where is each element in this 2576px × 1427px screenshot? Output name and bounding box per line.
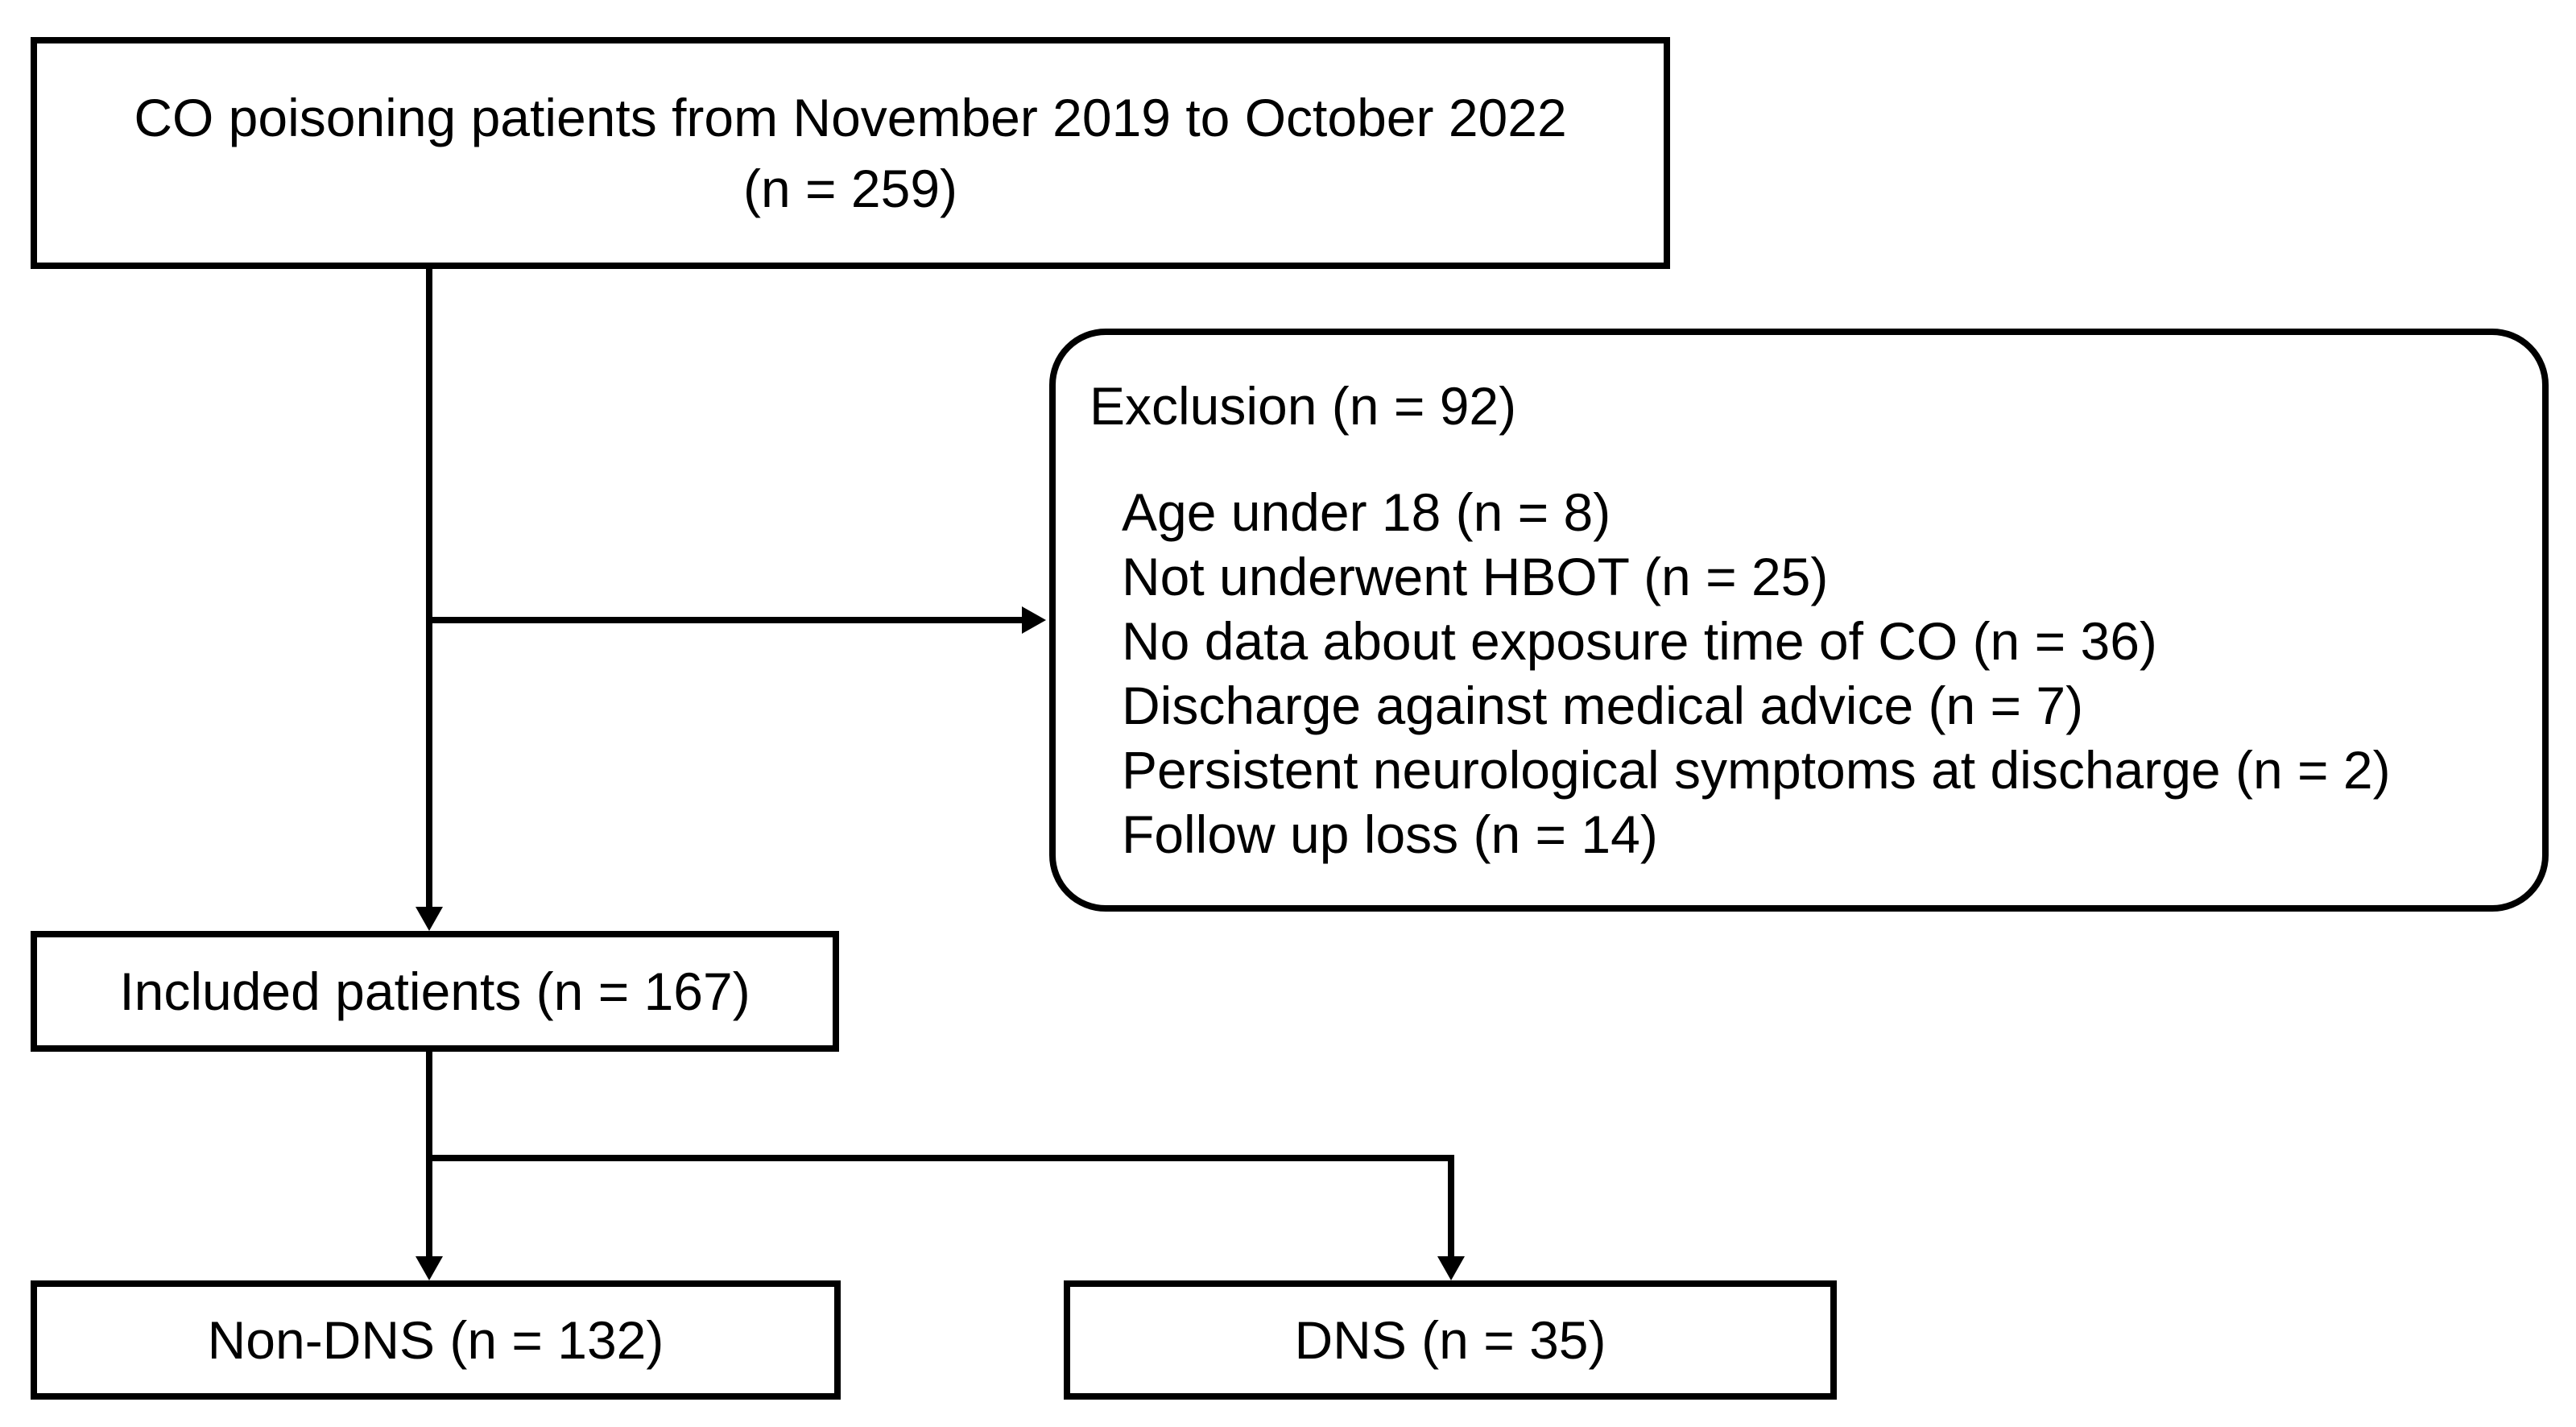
included-patients-box: Included patients (n = 167) [31,931,839,1052]
included-patients-label: Included patients (n = 167) [119,962,750,1021]
exclusion-item-exposure: No data about exposure time of CO (n = 3… [1122,611,2157,671]
connector-branch-bar [426,1155,1454,1161]
arrowhead-down-non-dns-icon [416,1256,443,1280]
source-population-box: CO poisoning patients from November 2019… [31,37,1670,269]
exclusion-header: Exclusion (n = 92) [1090,376,1517,436]
exclusion-item-discharge-ama: Discharge against medical advice (n = 7) [1122,676,2084,735]
source-population-title: CO poisoning patients from November 2019… [134,88,1567,147]
exclusion-item-age: Age under 18 (n = 8) [1122,482,1611,542]
arrowhead-down-dns-icon [1437,1256,1465,1280]
connector-branch-to-dns [1448,1155,1454,1258]
non-dns-label: Non-DNS (n = 132) [207,1310,664,1370]
exclusion-list: Age under 18 (n = 8) Not underwent HBOT … [1090,480,2510,867]
dns-label: DNS (n = 35) [1294,1310,1606,1370]
exclusion-item-persistent-symptoms: Persistent neurological symptoms at disc… [1122,740,2391,800]
source-population-count: (n = 259) [743,159,957,218]
exclusion-item-follow-up-loss: Follow up loss (n = 14) [1122,804,1658,864]
connector-source-to-included [426,269,432,908]
non-dns-box: Non-DNS (n = 132) [31,1280,841,1400]
dns-box: DNS (n = 35) [1064,1280,1837,1400]
exclusion-item-hbot: Not underwent HBOT (n = 25) [1122,547,1829,606]
connector-to-exclusion [426,617,1023,623]
arrowhead-right-exclusion-icon [1022,606,1046,634]
exclusion-content: Exclusion (n = 92) Age under 18 (n = 8) … [1056,335,2542,867]
arrowhead-down-included-icon [416,907,443,931]
exclusion-box: Exclusion (n = 92) Age under 18 (n = 8) … [1049,329,2549,912]
